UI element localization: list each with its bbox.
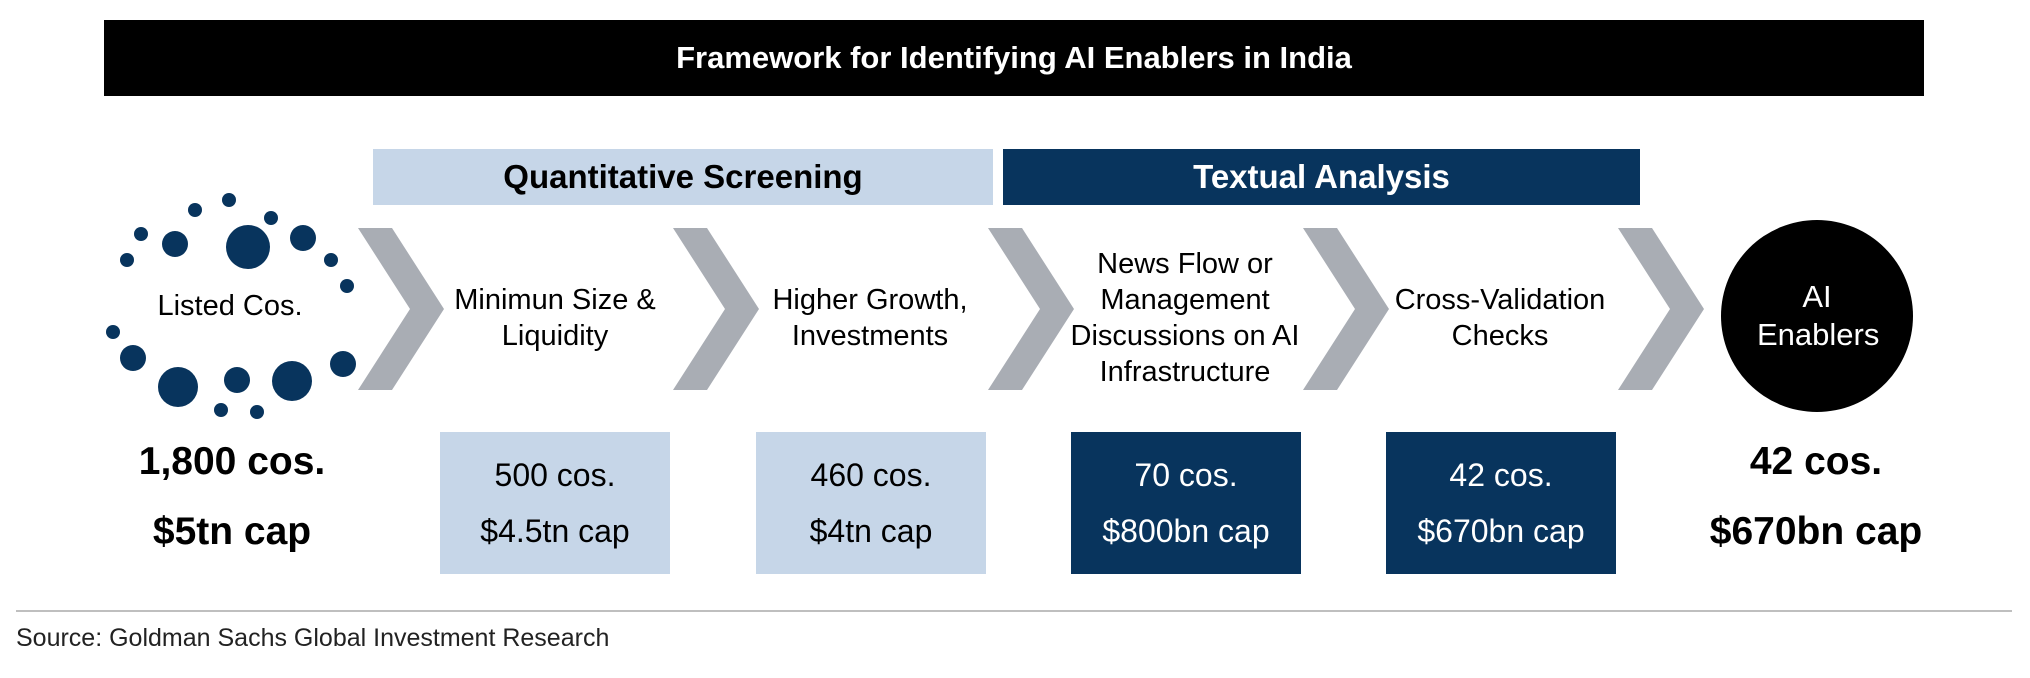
chevron-right-icon	[988, 228, 1074, 390]
band-textual-analysis: Textual Analysis	[1003, 149, 1640, 205]
step-2-box: 460 cos. $4tn cap	[756, 432, 986, 574]
ai-enablers-label: AI Enablers	[1757, 279, 1880, 352]
step-3-box: 70 cos. $800bn cap	[1071, 432, 1301, 574]
start-companies: 1,800 cos.	[138, 440, 326, 483]
band-quantitative-screening: Quantitative Screening	[373, 149, 993, 205]
band-textual-label: Textual Analysis	[1193, 158, 1450, 195]
step-4-companies: 42 cos.	[1449, 457, 1553, 493]
source-note: Source: Goldman Sachs Global Investment …	[16, 624, 610, 652]
start-cap: $5tn cap	[152, 510, 312, 553]
chevron-right-icon	[1618, 228, 1704, 390]
title-bar: Framework for Identifying AI Enablers in…	[104, 20, 1924, 96]
ai-enablers-circle: AI Enablers	[1721, 220, 1913, 412]
step-2-companies: 460 cos.	[810, 457, 932, 493]
result-cap: $670bn cap	[1709, 510, 1923, 553]
step-3-label: News Flow or Management Discussions on A…	[1070, 248, 1300, 388]
step-1-box: 500 cos. $4.5tn cap	[440, 432, 670, 574]
step-3-companies: 70 cos.	[1134, 457, 1238, 493]
chevron-right-icon	[358, 228, 444, 390]
chevron-right-icon	[1303, 228, 1389, 390]
result-companies: 42 cos.	[1749, 440, 1883, 483]
step-4-cap: $670bn cap	[1417, 513, 1585, 549]
step-3-cap: $800bn cap	[1102, 513, 1270, 549]
band-quantitative-label: Quantitative Screening	[503, 158, 863, 195]
dot-cluster-icon	[100, 185, 370, 425]
step-1-label: Minimun Size & Liquidity	[454, 284, 656, 352]
listed-cos-label: Listed Cos.	[157, 290, 303, 322]
step-4-label: Cross-Validation Checks	[1394, 284, 1606, 352]
chevron-right-icon	[673, 228, 759, 390]
step-4-box: 42 cos. $670bn cap	[1386, 432, 1616, 574]
step-1-cap: $4.5tn cap	[480, 513, 630, 549]
step-2-label: Higher Growth, Investments	[772, 284, 968, 352]
step-1-companies: 500 cos.	[494, 457, 616, 493]
footer-divider	[16, 610, 2012, 612]
diagram-title: Framework for Identifying AI Enablers in…	[676, 40, 1352, 75]
step-2-cap: $4tn cap	[809, 513, 933, 549]
